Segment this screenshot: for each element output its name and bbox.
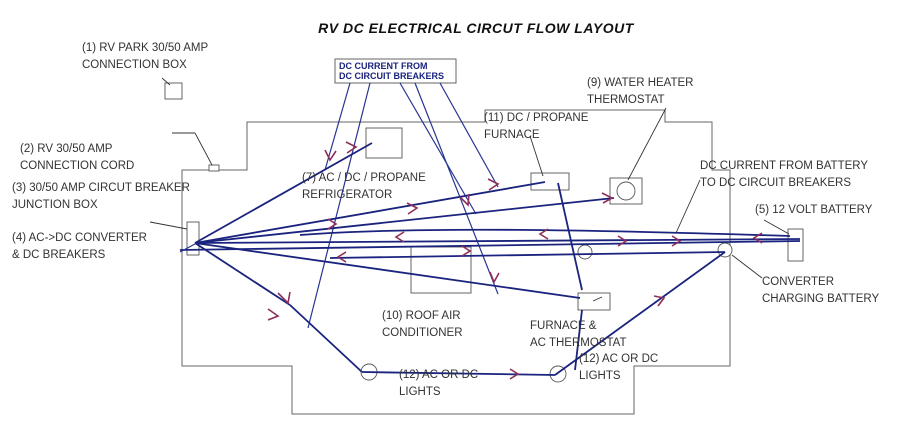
label-roof-air-conditioner: (10) ROOF AIR CONDITIONER — [382, 310, 464, 339]
label-lights-2: (12) AC OR DC LIGHTS — [579, 353, 661, 382]
wire-to-lights — [307, 82, 371, 329]
wire-converter-lights — [194, 242, 291, 306]
diagram-title: RV DC ELECTRICAL CIRCUT FLOW LAYOUT — [318, 20, 635, 36]
label-converter-charging: CONVERTER CHARGING BATTERY — [762, 276, 879, 305]
flow-arrow — [336, 251, 347, 263]
label-12-volt-battery: (5) 12 VOLT BATTERY — [755, 204, 873, 216]
label-furnace-ac-thermostat: FURNACE & AC THERMOSTAT — [530, 320, 626, 349]
battery-box — [787, 228, 804, 262]
wire-to-refrigerator — [324, 82, 351, 171]
wire-converter-battery — [194, 238, 801, 244]
flow-arrow — [406, 202, 419, 215]
leader-line — [161, 77, 171, 86]
wire-thermostat-lights — [574, 309, 583, 371]
wire-stub — [179, 243, 196, 253]
label-water-heater-thermostat: (9) WATER HEATER THERMOSTAT — [587, 77, 697, 106]
rv-park-connection-box — [164, 82, 183, 100]
flow-arrow — [653, 295, 666, 307]
leader-line — [763, 219, 790, 235]
wire-to-thermostat — [414, 82, 499, 295]
dc-breaker-label-line-2: DC CIRCUIT BREAKERS — [339, 71, 444, 81]
wire-lights-segment — [289, 304, 363, 373]
furnace-ac-thermostat-box — [577, 292, 611, 311]
flow-arrow — [509, 368, 520, 380]
dc-breaker-label-line-1: DC CURRENT FROM — [339, 61, 428, 71]
connection-cord-plug — [208, 164, 220, 172]
wire-converter-water-heater — [194, 197, 615, 244]
wire-furnace-thermostat — [557, 182, 583, 291]
leader-line — [731, 254, 763, 279]
furnace-box — [530, 172, 570, 191]
wire-lights-return — [554, 251, 726, 376]
label-converter-breakers: (4) AC->DC CONVERTER & DC BREAKERS — [12, 232, 150, 261]
dc-breaker-label-box — [334, 58, 457, 84]
flow-arrow — [345, 141, 358, 154]
label-rv-park-connection-box: (1) RV PARK 30/50 AMP CONNECTION BOX — [82, 42, 211, 71]
leader-line — [194, 132, 213, 166]
roof-air-conditioner-box — [410, 246, 472, 294]
label-lights-1: (12) AC OR DC LIGHTS — [399, 369, 481, 398]
label-breaker-junction-box: (3) 30/50 AMP CIRCUT BREAKER JUNCTION BO… — [12, 182, 193, 211]
flow-arrow — [324, 149, 337, 162]
label-connection-cord: (2) RV 30/50 AMP CONNECTION CORD — [20, 143, 134, 172]
wire-lights-segment — [361, 371, 556, 376]
flow-arrow — [459, 193, 470, 207]
label-dc-current-from-battery: DC CURRENT FROM BATTERY TO DC CIRCUIT BR… — [700, 160, 871, 189]
flow-arrow — [267, 308, 280, 321]
wire-battery-to-breakers — [299, 228, 791, 237]
water-heater-thermostat-icon — [616, 181, 636, 201]
label-furnace: (11) DC / PROPANE FURNACE — [484, 112, 592, 141]
leader-line — [529, 135, 544, 177]
junction-circle-icon — [577, 244, 593, 260]
leader-line — [592, 296, 603, 302]
flow-arrow — [277, 291, 291, 305]
flow-arrow — [538, 228, 549, 240]
flow-arrow — [752, 232, 763, 244]
wire-to-furnace — [439, 82, 499, 188]
wire-converter-thermostat — [194, 242, 581, 299]
flow-arrow — [394, 231, 405, 243]
leader-line — [675, 179, 701, 234]
wire-converter-refrigerator — [194, 142, 373, 244]
leader-line — [149, 221, 188, 230]
leader-line — [627, 107, 667, 181]
wire-ground-return — [179, 240, 801, 251]
flow-arrow — [487, 178, 500, 191]
flow-arrow — [601, 192, 614, 204]
flow-arrow — [617, 235, 628, 247]
rv-floorplan-outline — [181, 109, 731, 415]
flow-arrow — [489, 271, 500, 284]
flow-arrow — [461, 245, 472, 257]
flow-arrow — [327, 218, 338, 230]
wire-battery-return — [329, 251, 726, 259]
label-refrigerator: (7) AC / DC / PROPANE REFRIGERATOR — [302, 172, 429, 201]
wire-converter-furnace — [194, 181, 546, 244]
flow-arrow — [671, 235, 682, 247]
wire-to-roof-air — [399, 82, 477, 215]
